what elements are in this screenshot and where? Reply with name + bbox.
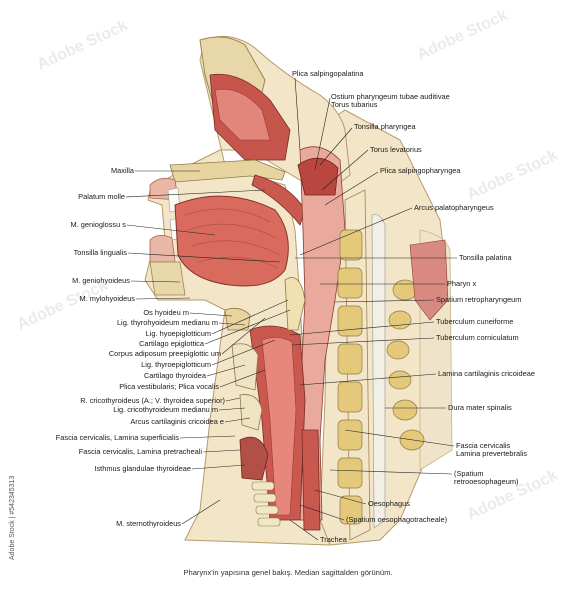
label-m-genioglossus: M. genioglossu s — [71, 220, 127, 229]
label-m-sternothyroideus: M. sternothyroideus — [116, 519, 181, 528]
label-fascia-lamina-pretrachealis: Fascia cervicalis, Lamina pretracheali — [79, 447, 203, 456]
right-labels: Plica salpingopalatina Ostium pharyngeum… — [289, 69, 535, 544]
label-spatium-open: (Spatium — [454, 469, 484, 478]
svg-text:Adobe Stock: Adobe Stock — [35, 17, 131, 74]
trachea-rings — [251, 481, 281, 527]
label-torus-tubarius: Torus tubarius — [331, 100, 378, 109]
head-neck-section — [144, 35, 453, 546]
label-m-geniohyoideus: M. geniohyoideus — [72, 276, 130, 285]
label-tonsilla-lingualis: Tonsilla lingualis — [74, 248, 128, 257]
label-arcus-cartilaginis: Arcus cartilaginis cricoidea e — [130, 417, 224, 426]
label-plica-vestibularis: Plica vestibularis; Plica vocalis — [119, 382, 219, 391]
label-trachea: Trachea — [320, 535, 348, 544]
label-plica-salpingopalatina: Plica salpingopalatina — [292, 69, 364, 78]
label-cartilago-epiglottica: Cartilago epiglottica — [139, 339, 205, 348]
label-lig-thyroepiglotticum: Lig. thyroepiglotticum — [141, 360, 211, 369]
svg-text:Adobe Stock: Adobe Stock — [15, 277, 111, 334]
label-fascia-lamina-superficialis: Fascia cervicalis, Lamina superficialis — [56, 433, 180, 442]
label-m-mylohyoideus: M. mylohyoideus — [80, 294, 136, 303]
label-tuberculum-corniculatum: Tuberculum corniculatum — [436, 333, 519, 342]
label-os-hyoideum: Os hyoideu m — [143, 308, 189, 317]
label-cartilago-thyroidea: Cartilago thyroidea — [144, 371, 207, 380]
label-tuberculum-cuneiforme: Tuberculum cuneiforme — [436, 317, 513, 326]
label-lig-hyoepiglotticum: Lig. hyoepiglotticum — [146, 329, 211, 338]
label-maxilla: Maxilla — [111, 166, 135, 175]
label-pharynx: Pharyn x — [447, 279, 476, 288]
svg-text:Adobe Stock: Adobe Stock — [415, 7, 511, 64]
label-ostium-pharyngeum: Ostium pharyngeum tubae auditivae — [331, 92, 450, 101]
stock-id: Adobe Stock | #542345313 — [9, 476, 16, 560]
label-arcus-palatopharyngeus: Arcus palatopharyngeus — [414, 203, 494, 212]
left-labels: Maxilla Palatum molle M. genioglossu s T… — [56, 166, 291, 528]
label-tonsilla-pharyngea: Tonsilla pharyngea — [354, 122, 417, 131]
label-oesophagus: Oesophagus — [368, 499, 410, 508]
label-spatium-oesophagotracheale: (Spatium oesophagotracheale) — [346, 515, 447, 524]
svg-text:Adobe Stock: Adobe Stock — [465, 147, 561, 204]
label-r-cricothyroideus: R. cricothyroideus (A.; V. thyroidea sup… — [80, 396, 225, 405]
label-torus-levatorius: Torus levatorius — [370, 145, 422, 154]
label-tonsilla-palatina: Tonsilla palatina — [459, 253, 512, 262]
label-retrooesophageum: retrooesophageum) — [454, 477, 519, 486]
label-lamina-prevertebralis: Lamina prevertebralis — [456, 449, 527, 458]
label-spatium-retropharyngeum: Spatium retropharyngeum — [436, 295, 521, 304]
label-lamina-cartilaginis-cricoideae: Lamina cartilaginis cricoideae — [438, 369, 535, 378]
vertebral-column — [337, 189, 425, 541]
label-corpus-adiposum: Corpus adiposum preepiglottic um — [109, 349, 221, 358]
label-plica-salpingopharyngea: Plica salpingopharyngea — [380, 166, 461, 175]
label-lig-cricothyroideum: Lig. cricothyroideum medianu m — [113, 405, 218, 414]
label-palatum-molle: Palatum molle — [78, 192, 125, 201]
label-lig-thyrohyoideum: Lig. thyrohyoideum medianu m — [117, 318, 218, 327]
figure-caption: Pharynx'in yapısına genel bakış. Median … — [183, 568, 392, 577]
label-dura-mater-spinalis: Dura mater spinalis — [448, 403, 512, 412]
label-isthmus-glandulae: Isthmus glandulae thyroideae — [94, 464, 191, 473]
label-fascia-cervicalis-right: Fascia cervicalis — [456, 441, 511, 450]
